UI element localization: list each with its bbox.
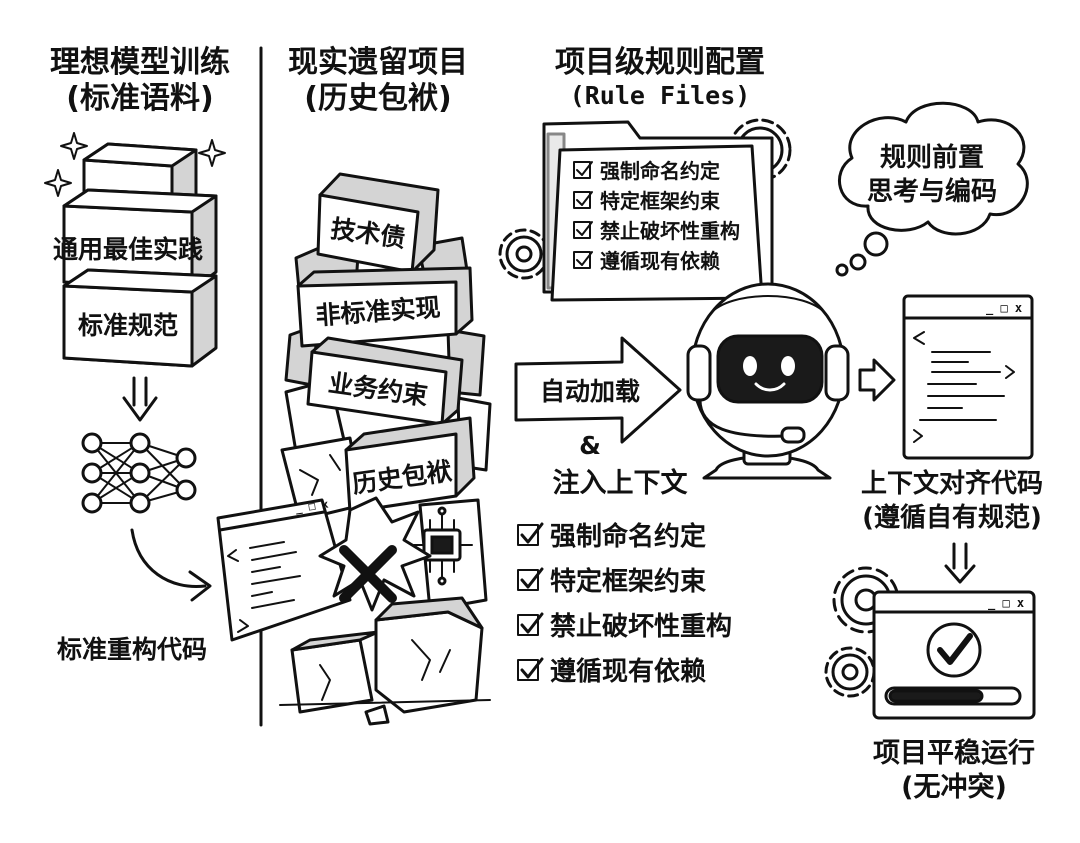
final-sublabel: (无冲突) — [901, 771, 1007, 803]
check-item-3: 禁止破坏性重构 — [550, 612, 732, 642]
aligned-sublabel: (遵循自有规范) — [862, 502, 1042, 533]
aligned-window-controls: _ □ x — [986, 301, 1022, 316]
down-arrow-icon — [122, 376, 158, 422]
ampersand-label: & — [579, 431, 601, 460]
rule-folder — [542, 120, 774, 302]
checkmark-icon — [926, 622, 982, 678]
arrow-label: 自动加载 — [540, 377, 640, 406]
final-label: 项目平稳运行 — [873, 737, 1035, 769]
inject-label: 注入上下文 — [553, 467, 689, 499]
ideal-block-1: 通用最佳实践 — [53, 235, 203, 264]
neural-network-icon — [81, 432, 197, 514]
code-window-icon: _ □ x — [902, 294, 1034, 460]
folder-item-1: 强制命名约定 — [600, 159, 720, 183]
checkbox-icon — [517, 522, 544, 681]
final-window-controls: _ □ x — [988, 596, 1024, 611]
ideal-block-stack — [62, 142, 218, 368]
load-arrow — [514, 336, 682, 444]
ideal-title: 理想模型训练 — [50, 45, 230, 80]
folder-item-4: 遵循现有依赖 — [600, 249, 720, 273]
broken-window-controls: _ □ x — [295, 497, 330, 515]
folder-item-2: 特定框架约束 — [600, 189, 721, 213]
sparkle-icon — [44, 132, 226, 197]
rules-subtitle: (Rule Files) — [570, 81, 751, 110]
chip-icon — [413, 506, 473, 586]
rubble-block-2 — [296, 266, 474, 348]
folder-checklist — [573, 161, 593, 269]
legacy-subtitle: (历史包袱) — [304, 81, 451, 116]
check-item-1: 强制命名约定 — [550, 521, 706, 552]
check-item-2: 特定框架约束 — [550, 566, 707, 597]
cross-icon — [339, 545, 397, 603]
rubble-block-4 — [344, 416, 476, 514]
ideal-block-2: 标准规范 — [78, 311, 178, 340]
right-arrow-icon — [858, 358, 896, 402]
legacy-title: 现实遗留项目 — [288, 45, 468, 80]
broken-code-window: _ □ x — [216, 496, 432, 642]
ideal-output-label: 标准重构代码 — [57, 635, 207, 664]
rules-title: 项目级规则配置 — [555, 45, 765, 80]
down-arrow-icon-2 — [944, 542, 976, 584]
aligned-label: 上下文对齐代码 — [861, 468, 1043, 499]
check-item-4: 遵循现有依赖 — [550, 656, 706, 687]
ideal-subtitle: (标准语料) — [66, 81, 213, 116]
robot-icon — [686, 282, 850, 480]
rubble-block-1 — [316, 172, 440, 274]
thought-line-2: 思考与编码 — [867, 176, 997, 207]
thought-line-1: 规则前置 — [880, 142, 984, 173]
folder-item-3: 禁止破坏性重构 — [600, 219, 740, 243]
curved-arrow-icon — [130, 528, 212, 602]
thought-cloud — [835, 101, 1029, 277]
